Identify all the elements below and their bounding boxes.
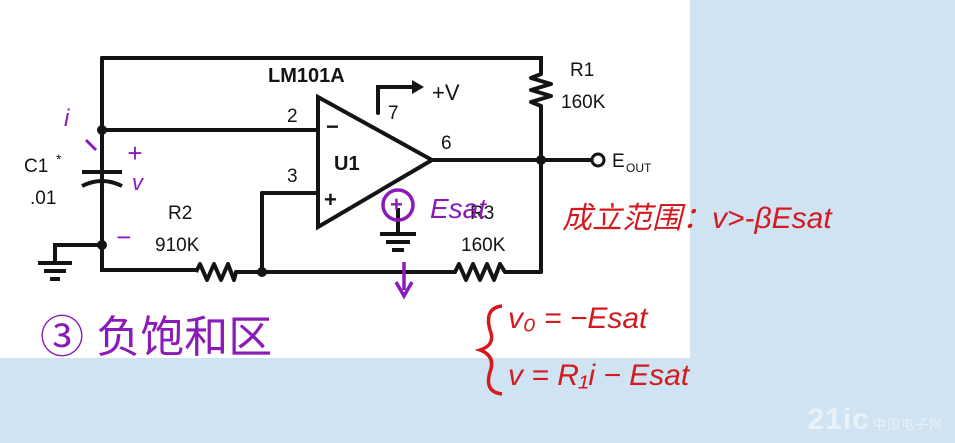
r3-name: R3 [470,203,494,224]
r3-resistor [453,262,507,282]
pin-3-label: 3 [287,166,298,187]
r2-name: R2 [168,203,192,224]
r3-value: 160K [461,235,506,256]
r2-value: 910K [155,235,200,256]
output-terminal-icon [590,152,606,168]
r1-resistor [529,72,553,108]
pin-2-label: 2 [287,106,298,127]
cap-v-mark: v [132,170,145,195]
opamp-part-label: LM101A [268,65,345,87]
output-sub: OUT [626,161,652,175]
condition-text: 成立范围：v>-βEsat [562,202,833,235]
c1-value: .01 [30,188,56,209]
cap-minus-mark: − [116,222,131,252]
noninverting-sign: + [324,187,337,212]
current-i-label: i [64,105,70,132]
r1-value: 160K [561,92,606,113]
watermark-brand: 21ic [807,403,870,436]
equation-vo: v₀ = −Esat [508,302,649,335]
cap-plus-mark: + [127,138,142,168]
inverting-sign: − [326,114,339,139]
supply-arrow-icon [412,80,424,94]
case-title: ③ 负饱和区 [40,313,272,362]
opamp-symbol [316,93,437,231]
ground-icon [38,261,72,281]
source-arrow-icon [394,281,414,300]
watermark-sub: 中国电子网 [872,417,943,432]
output-label: E [612,151,625,172]
equation-brace [474,304,503,396]
r1-name: R1 [570,60,594,81]
r2-resistor [194,262,238,282]
opamp-ref-label: U1 [334,153,360,175]
voltage-source-icon [381,188,415,222]
source-plus-mark: + [390,192,403,217]
c1-capacitor [81,170,123,188]
junction-dots [97,125,546,277]
supply-label: +V [432,80,460,105]
c1-name: C1 [24,156,48,177]
c1-star: * [56,151,62,167]
esat-label: Esat [430,193,487,224]
current-arrow-icon [84,138,98,152]
pin-7-label: 7 [388,103,399,124]
pin-6-label: 6 [441,133,452,154]
equation-v: v = R₁i − Esat [508,359,691,392]
